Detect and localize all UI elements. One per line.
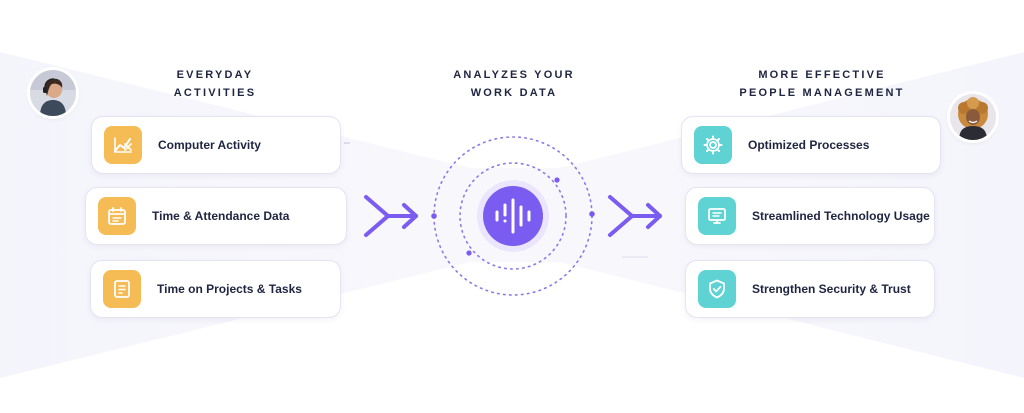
orbit-dot xyxy=(431,213,437,219)
left-heading-line-1: EVERYDAY xyxy=(176,69,254,81)
right-heading: MORE EFFECTIVE PEOPLE MANAGEMENT xyxy=(722,66,922,102)
orbit-dot xyxy=(466,250,472,256)
output-card-technology-usage: Streamlined Technology Usage xyxy=(685,187,935,245)
output-label: Optimized Processes xyxy=(748,138,870,152)
input-label: Computer Activity xyxy=(158,138,261,152)
left-heading-line-2: ACTIVITIES xyxy=(173,87,257,99)
output-card-optimized-processes: Optimized Processes xyxy=(681,116,941,174)
orbit-dot xyxy=(554,177,560,183)
avatar-woman-headset xyxy=(30,70,76,116)
input-card-time-attendance: Time & Attendance Data xyxy=(85,187,347,245)
center-heading-line-1: ANALYZES YOUR xyxy=(453,69,575,81)
audio-wave-icon xyxy=(495,198,531,234)
merge-arrow-right-icon xyxy=(608,195,662,237)
center-heading: ANALYZES YOUR WORK DATA xyxy=(432,66,596,102)
input-card-computer-activity: Computer Activity xyxy=(91,116,341,174)
orbit-ring-inner xyxy=(459,162,567,270)
input-tile xyxy=(103,270,141,308)
monitor-icon xyxy=(708,208,726,224)
input-card-projects-tasks: Time on Projects & Tasks xyxy=(90,260,341,318)
gear-icon xyxy=(703,135,723,155)
output-label: Strengthen Security & Trust xyxy=(752,282,911,296)
output-tile xyxy=(698,270,736,308)
output-tile xyxy=(698,197,736,235)
calendar-icon xyxy=(108,207,126,225)
input-tile xyxy=(104,126,142,164)
activity-chart-icon xyxy=(114,137,132,153)
output-card-security-trust: Strengthen Security & Trust xyxy=(685,260,935,318)
input-tile xyxy=(98,197,136,235)
center-heading-line-2: WORK DATA xyxy=(470,87,558,99)
output-tile xyxy=(694,126,732,164)
left-heading: EVERYDAY ACTIVITIES xyxy=(140,66,290,102)
input-label: Time on Projects & Tasks xyxy=(157,282,302,296)
avatar-woman-curly-hair xyxy=(950,94,996,140)
output-label: Streamlined Technology Usage xyxy=(752,209,930,223)
orbit-dot xyxy=(589,211,595,217)
right-heading-line-1: MORE EFFECTIVE xyxy=(758,69,886,81)
input-label: Time & Attendance Data xyxy=(152,209,290,223)
right-heading-line-2: PEOPLE MANAGEMENT xyxy=(739,87,905,99)
task-list-icon xyxy=(114,280,130,298)
shield-check-icon xyxy=(709,279,725,299)
merge-arrow-left-icon xyxy=(364,195,418,237)
